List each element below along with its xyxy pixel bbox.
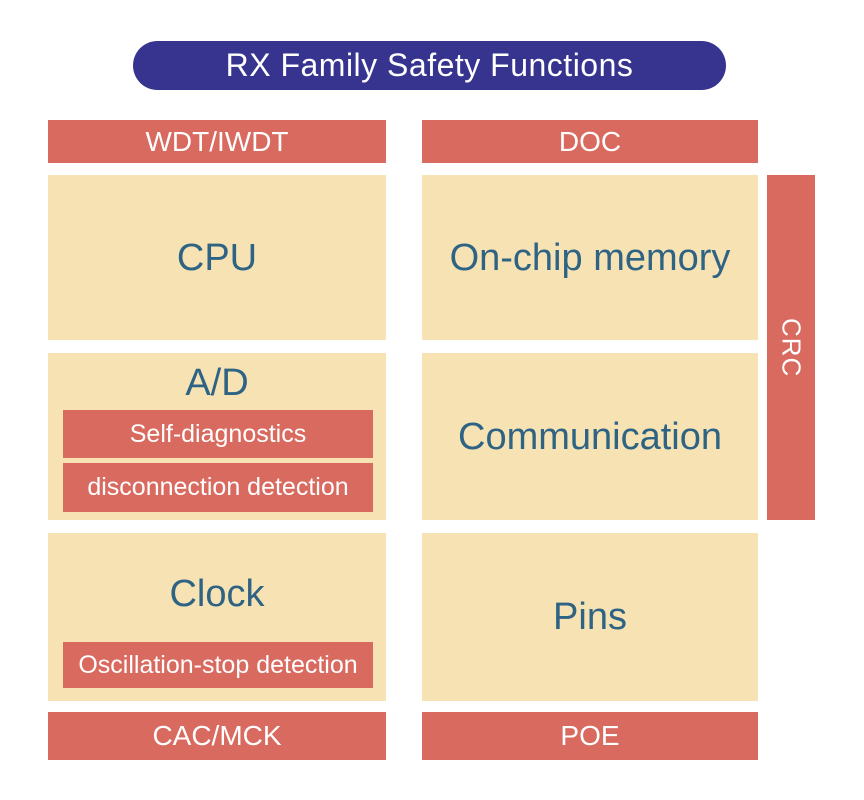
clock-block: Clock Oscillation-stop detection [48, 533, 386, 701]
title-banner: RX Family Safety Functions [133, 41, 726, 90]
poe-bar: POE [422, 712, 758, 760]
on-chip-memory-block: On-chip memory [422, 175, 758, 340]
ad-block: A/D Self-diagnostics disconnection detec… [48, 353, 386, 520]
pins-label: Pins [553, 596, 627, 638]
cpu-block: CPU [48, 175, 386, 340]
clock-label: Clock [169, 573, 265, 615]
cpu-label: CPU [176, 236, 258, 279]
oscillation-stop-detection-label: Oscillation-stop detection [78, 650, 358, 679]
cac-mck-bar: CAC/MCK [48, 712, 386, 760]
diagram-title: RX Family Safety Functions [225, 47, 634, 83]
poe-label: POE [560, 720, 620, 751]
self-diagnostics-bar: Self-diagnostics [63, 410, 373, 458]
wdt-iwdt-bar: WDT/IWDT [48, 120, 386, 163]
doc-bar: DOC [422, 120, 758, 163]
self-diagnostics-label: Self-diagnostics [129, 419, 307, 448]
crc-bar: CRC [767, 175, 815, 520]
crc-label: CRC [776, 317, 807, 378]
on-chip-memory-label: On-chip memory [449, 236, 731, 279]
doc-label: DOC [558, 125, 622, 157]
disconnection-detection-label: disconnection detection [87, 473, 349, 501]
pins-block: Pins [422, 533, 758, 701]
communication-block: Communication [422, 353, 758, 520]
ad-label: A/D [185, 362, 249, 404]
cac-mck-label: CAC/MCK [152, 720, 282, 751]
oscillation-stop-detection-bar: Oscillation-stop detection [63, 642, 373, 688]
communication-label: Communication [458, 415, 722, 458]
disconnection-detection-bar: disconnection detection [63, 463, 373, 512]
wdt-iwdt-label: WDT/IWDT [145, 125, 289, 157]
